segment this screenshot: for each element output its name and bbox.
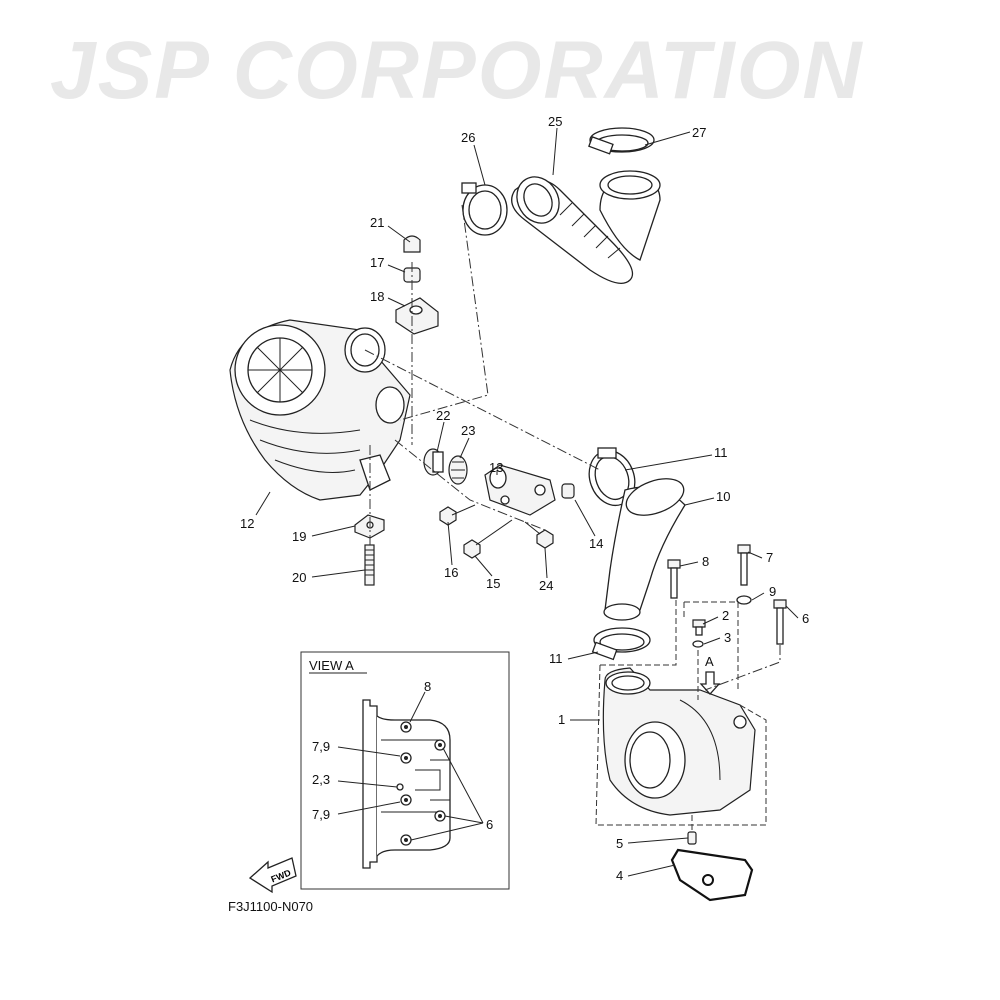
callout-11-lower: 11	[549, 651, 563, 666]
part-12-intake-housing	[229, 319, 411, 501]
part-23-bushing	[448, 455, 468, 485]
callout-22: 22	[436, 408, 450, 423]
callout-16: 16	[444, 565, 458, 580]
callout-12: 12	[240, 516, 254, 531]
callout-9: 9	[769, 584, 776, 599]
part-6-bolt	[773, 599, 787, 645]
part-22-grommet	[423, 448, 444, 476]
part-13-bracket	[484, 464, 556, 516]
callout-19: 19	[292, 529, 306, 544]
part-11-hose-clamp-upper	[588, 447, 636, 507]
view-a-label-7-9-lower: 7,9	[312, 807, 330, 822]
view-a-label-2-3: 2,3	[312, 772, 330, 787]
leader-lines	[255, 127, 799, 877]
part-18-damper	[395, 297, 439, 335]
callout-21: 21	[370, 215, 384, 230]
part-3-washer	[692, 640, 704, 648]
callout-1: 1	[558, 712, 565, 727]
callout-8: 8	[702, 554, 709, 569]
part-8-bolt	[667, 559, 681, 599]
callout-7: 7	[766, 550, 773, 565]
callout-15: 15	[486, 576, 500, 591]
callout-26: 26	[461, 130, 475, 145]
part-11-hose-clamp-lower	[591, 627, 651, 661]
view-a-inset: VIEW A 8 7,9 2,3 7,9 6	[300, 651, 510, 890]
callout-11-upper: 11	[714, 445, 728, 460]
part-4-gasket	[670, 848, 754, 902]
callout-3: 3	[724, 630, 731, 645]
view-a-title: VIEW A	[309, 658, 354, 673]
callout-13: 13	[489, 460, 503, 475]
view-a-marker: A	[705, 654, 714, 669]
part-20-stud-bolt	[364, 544, 375, 586]
callout-6: 6	[802, 611, 809, 626]
view-a-label-6: 6	[486, 817, 493, 832]
view-a-arrow	[699, 671, 721, 695]
diagram-code: F3J1100-N070	[228, 899, 313, 914]
reference-lines	[364, 204, 781, 830]
view-a-label-8: 8	[424, 679, 431, 694]
callout-17: 17	[370, 255, 384, 270]
callout-25: 25	[548, 114, 562, 129]
fwd-arrow-icon: FWD	[248, 857, 297, 894]
part-27-hose-clamp	[588, 127, 655, 155]
callout-4: 4	[616, 868, 623, 883]
part-21-cap-nut	[403, 235, 421, 253]
part-7-bolt	[737, 544, 751, 586]
watermark: JSP CORPORATION	[50, 25, 864, 116]
callout-27: 27	[692, 125, 706, 140]
part-2-bolt	[692, 619, 706, 636]
callout-10: 10	[716, 489, 730, 504]
part-24-bolt	[524, 521, 554, 549]
part-14-pin	[561, 483, 575, 499]
callout-24: 24	[539, 578, 553, 593]
callout-14: 14	[589, 536, 603, 551]
part-15-bolt	[463, 519, 513, 559]
callout-labels: 26 25 27 21 17 18 22 23 13 11 10 12 19 2…	[240, 114, 809, 883]
part-9-washer	[736, 595, 752, 605]
callout-18: 18	[370, 289, 384, 304]
part-26-hose-clamp	[461, 182, 508, 236]
view-a-label-7-9-upper: 7,9	[312, 739, 330, 754]
part-5-dowel-pin	[687, 831, 697, 845]
callout-2: 2	[722, 608, 729, 623]
part-1-turbo-housing	[602, 667, 756, 816]
callout-5: 5	[616, 836, 623, 851]
part-16-bolt	[439, 504, 476, 526]
part-25-intake-duct	[511, 170, 661, 284]
callout-20: 20	[292, 570, 306, 585]
part-10-hose	[603, 478, 686, 621]
callout-23: 23	[461, 423, 475, 438]
